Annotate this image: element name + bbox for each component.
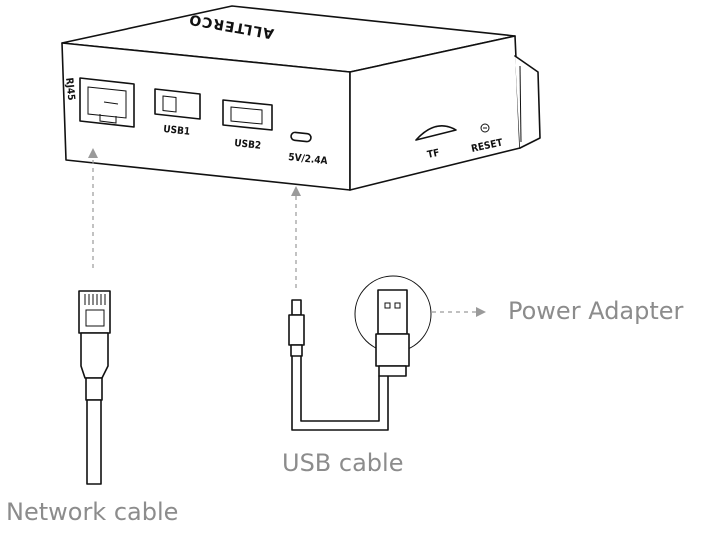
tf-slot [415, 124, 457, 141]
power-port [290, 131, 312, 143]
rj45-label: RJ45 [63, 77, 76, 101]
power-adapter-label: Power Adapter [508, 297, 684, 325]
usb-cable-illustration [288, 275, 432, 431]
power-label: 5V/2.4A [288, 152, 328, 167]
network-guide-arrow [88, 148, 98, 268]
power-guide-arrow [291, 186, 301, 290]
router-device: ALLTERCO RJ45 USB1 USB2 5V/2.4A TF [61, 5, 541, 191]
rj45-port [79, 77, 135, 128]
usb2-label: USB2 [234, 138, 262, 152]
usb1-label: USB1 [163, 124, 191, 138]
network-cable-illustration [78, 290, 111, 485]
network-cable-label: Network cable [6, 498, 179, 526]
usb1-port [154, 88, 201, 120]
tf-label: TF [426, 148, 440, 161]
reset-button [480, 123, 490, 133]
adapter-guide-arrow [432, 307, 486, 317]
usb2-port [222, 99, 273, 131]
usb-cable-label: USB cable [282, 449, 404, 477]
